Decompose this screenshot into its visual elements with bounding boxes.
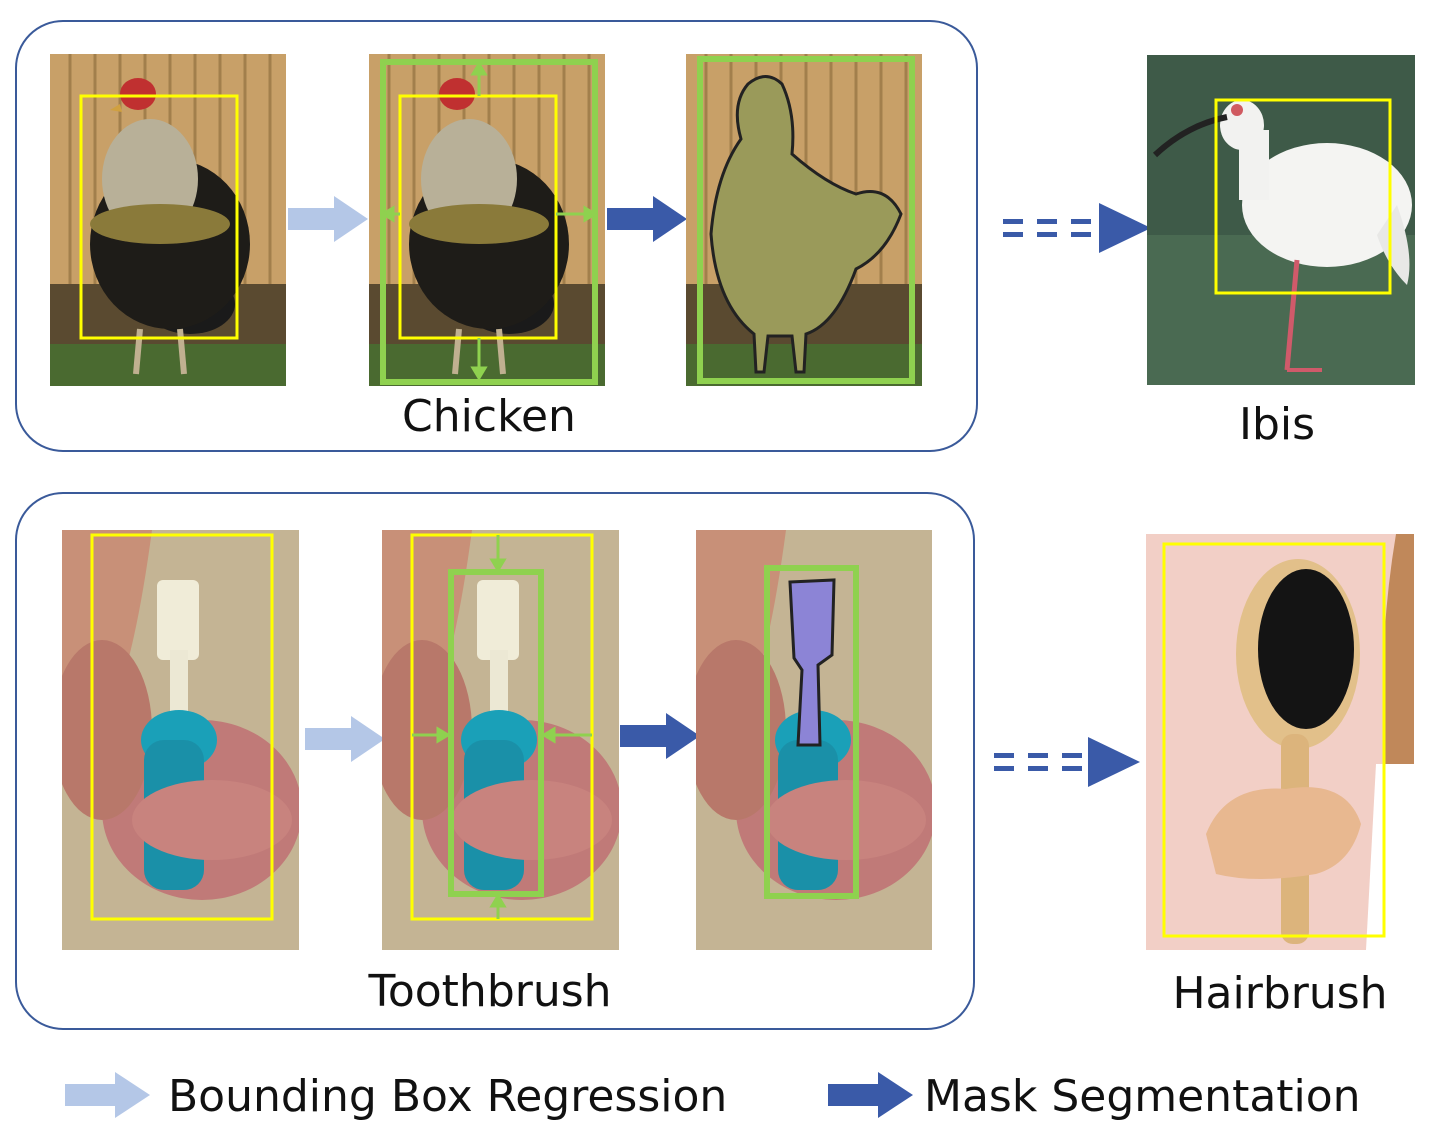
bbox-regression-arrow-toothbrush bbox=[305, 716, 385, 762]
chicken-image-original bbox=[50, 54, 286, 386]
hairbrush-image bbox=[1146, 534, 1414, 950]
bbox-regression-arrow-chicken bbox=[288, 196, 368, 242]
mask-segmentation-arrow-toothbrush bbox=[620, 713, 700, 759]
legend-light-arrow bbox=[65, 1072, 150, 1118]
toothbrush-label: Toothbrush bbox=[368, 966, 612, 1017]
hairbrush-label: Hairbrush bbox=[1172, 968, 1388, 1019]
chicken-image-mask bbox=[686, 54, 922, 386]
toothbrush-image-regression bbox=[382, 530, 619, 950]
legend-bbox-regression-label: Bounding Box Regression bbox=[168, 1071, 728, 1122]
mask-segmentation-arrow-chicken bbox=[607, 196, 687, 242]
chicken-image-regression bbox=[369, 54, 605, 386]
legend-dark-arrow bbox=[828, 1072, 913, 1118]
legend-mask-segmentation-label: Mask Segmentation bbox=[924, 1071, 1361, 1122]
chicken-panel bbox=[15, 20, 978, 452]
toothbrush-image-mask bbox=[696, 530, 932, 950]
ibis-dashed-arrow bbox=[1003, 203, 1151, 253]
ibis-image bbox=[1147, 55, 1415, 385]
hairbrush-dashed-arrow bbox=[994, 737, 1140, 787]
chicken-label: Chicken bbox=[402, 391, 576, 442]
ibis-label: Ibis bbox=[1238, 399, 1316, 450]
toothbrush-panel bbox=[15, 492, 975, 1030]
toothbrush-image-original bbox=[62, 530, 299, 950]
